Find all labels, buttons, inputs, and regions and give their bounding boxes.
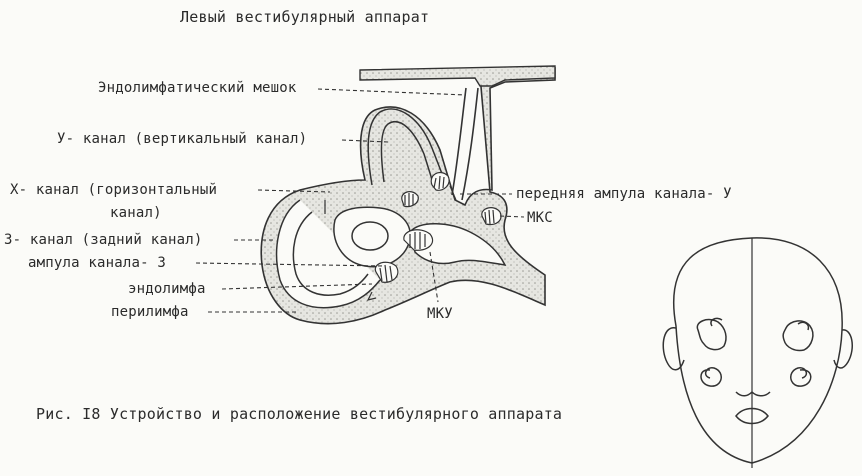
label-mks: МКС: [527, 210, 553, 226]
label-z-canal: З- канал (задний канал): [4, 232, 203, 248]
flow-arrows: [324, 185, 457, 301]
head-outline: [673, 237, 843, 464]
label-mku: МКУ: [427, 306, 453, 322]
diagram-title: Левый вестибулярный аппарат: [180, 8, 430, 26]
figure-caption: Рис. I8 Устройство и расположение вестиб…: [36, 405, 563, 423]
right-cochlea: [790, 367, 812, 387]
skull-bone-band: [359, 65, 556, 87]
label-ampulla-z: ампула канала- З: [28, 255, 167, 271]
vestibule: [409, 223, 507, 266]
right-inner-ear: [782, 320, 814, 352]
left-cochlea: [700, 367, 722, 387]
head-illustration: [662, 237, 854, 468]
leader-lines: [195, 88, 525, 313]
label-perilymph: перилимфа: [111, 304, 189, 320]
endolymphatic-duct: [451, 87, 467, 196]
mouth: [735, 407, 769, 425]
left-inner-ear: [696, 318, 727, 351]
label-endolymphatic-sac: Эндолимфатический мешок: [98, 80, 297, 96]
label-h-canal-line1: Х- канал (горизонтальный: [10, 182, 218, 198]
label-h-canal-line2: канал): [110, 205, 162, 221]
vertical-canal: [367, 108, 447, 186]
label-anterior-ampulla-v: передняя ампула канала- У: [516, 186, 732, 202]
ampulla-cristae: [374, 172, 502, 283]
posterior-canal: [275, 199, 381, 309]
label-endolymph: эндолимфа: [128, 281, 206, 297]
label-v-canal: У- канал (вертикальный канал): [57, 131, 308, 147]
